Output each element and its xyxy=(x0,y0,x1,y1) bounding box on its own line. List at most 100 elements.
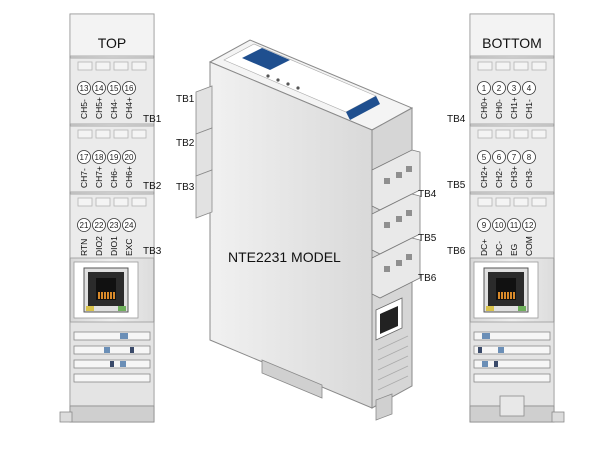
model-name: NTE2231 MODEL xyxy=(228,249,341,265)
pin-label: CH3- xyxy=(524,168,534,188)
pin-circle xyxy=(77,150,91,164)
pin-number: 8 xyxy=(527,153,532,162)
pin-circle xyxy=(107,81,121,95)
pin-number: 22 xyxy=(95,221,104,230)
pin-number: 18 xyxy=(95,153,104,162)
top-view-title: TOP xyxy=(98,35,127,51)
pin-circle xyxy=(477,150,491,164)
tb-label: TB2 xyxy=(143,181,162,192)
pin-label: CH1- xyxy=(524,99,534,119)
pin-circle xyxy=(77,81,91,95)
pin-label: CH4+ xyxy=(124,97,134,119)
pin-number: 3 xyxy=(512,84,517,93)
pin-label: CH2- xyxy=(494,168,504,188)
pin-label: CH5- xyxy=(79,99,89,119)
pin-number: 4 xyxy=(527,84,532,93)
tb-label: TB1 xyxy=(143,114,162,125)
pin-circle xyxy=(92,81,106,95)
rj45-port xyxy=(473,261,539,319)
pin-number: 21 xyxy=(80,221,89,230)
pin-label: CH6- xyxy=(109,168,119,188)
pin-label: EXC xyxy=(124,239,134,256)
pin-number: 7 xyxy=(512,153,517,162)
pin-label: CH1+ xyxy=(509,97,519,119)
pin-circle xyxy=(92,150,106,164)
tb-label: TB6 xyxy=(447,246,466,257)
pin-label: DIO1 xyxy=(109,236,119,256)
bottom-view-title: BOTTOM xyxy=(482,35,542,51)
pin-label: CH7+ xyxy=(94,166,104,188)
pin-circle xyxy=(507,81,521,95)
tb-label: TB1 xyxy=(176,94,195,105)
tb-label: TB3 xyxy=(176,182,195,193)
pin-number: 5 xyxy=(482,153,487,162)
pin-label: CH2+ xyxy=(479,166,489,188)
tb-label: TB3 xyxy=(143,246,162,257)
tb-label: TB4 xyxy=(447,114,466,125)
pin-circle xyxy=(492,150,506,164)
terminal-block-tb3: 21 22 23 24 RTN DIO2 DIO1 EXC TB3 xyxy=(77,218,162,257)
pin-label: DC+ xyxy=(479,239,489,256)
rj45-port xyxy=(73,261,139,319)
tb-label: TB2 xyxy=(176,138,195,149)
pin-circle xyxy=(522,81,536,95)
pin-circle xyxy=(507,218,521,232)
pin-label: RTN xyxy=(79,239,89,256)
pin-label: CH0- xyxy=(494,99,504,119)
pin-circle xyxy=(507,150,521,164)
terminal-block-tb6: 9 10 11 12 DC+ DC- EG COM TB6 xyxy=(447,218,536,257)
pin-circle xyxy=(122,218,136,232)
pin-number: 14 xyxy=(95,84,104,93)
pin-number: 2 xyxy=(497,84,502,93)
pin-label: DC- xyxy=(494,241,504,256)
pin-number: 12 xyxy=(525,221,534,230)
pin-circle xyxy=(122,81,136,95)
pin-label: COM xyxy=(524,236,534,256)
pin-circle xyxy=(522,218,536,232)
pin-number: 23 xyxy=(110,221,119,230)
pin-circle xyxy=(92,218,106,232)
pin-number: 19 xyxy=(110,153,119,162)
pin-number: 10 xyxy=(495,221,504,230)
pin-circle xyxy=(492,218,506,232)
pin-circle xyxy=(477,218,491,232)
pin-number: 1 xyxy=(482,84,487,93)
pin-number: 9 xyxy=(482,221,487,230)
pin-circle xyxy=(77,218,91,232)
pin-circle xyxy=(492,81,506,95)
pin-label: CH4- xyxy=(109,99,119,119)
pin-label: DIO2 xyxy=(94,236,104,256)
device-3d: TB1 TB2 TB3 TB4 TB5 TB6 NTE2231 MODEL xyxy=(176,39,437,421)
pin-number: 20 xyxy=(125,153,134,162)
terminal-block-tb5: 5 6 7 8 CH2+ CH2- CH3+ CH3- TB5 xyxy=(447,150,536,191)
pin-circle xyxy=(522,150,536,164)
tb-label: TB5 xyxy=(447,180,466,191)
pin-number: 24 xyxy=(125,221,134,230)
pin-number: 6 xyxy=(497,153,502,162)
pin-number: 16 xyxy=(125,84,134,93)
tb-label: TB5 xyxy=(418,233,437,244)
pin-label: CH0+ xyxy=(479,97,489,119)
pin-number: 13 xyxy=(80,84,89,93)
pin-number: 15 xyxy=(110,84,119,93)
pin-label: CH5+ xyxy=(94,97,104,119)
pin-label: CH7- xyxy=(79,168,89,188)
terminal-block-tb1: 13 14 15 16 CH5- CH5+ CH4- CH4+ TB1 xyxy=(77,81,162,125)
pin-number: 11 xyxy=(510,221,519,230)
terminal-block-tb4: 1 2 3 4 CH0+ CH0- CH1+ CH1- TB4 xyxy=(447,81,536,125)
front-terminals xyxy=(371,149,421,299)
pin-circle xyxy=(122,150,136,164)
pin-label: CH6+ xyxy=(124,166,134,188)
tb-label: TB4 xyxy=(418,189,437,200)
bottom-view: BOTTOM 1 2 3 4 CH0+ CH0- CH1+ CH1- TB4 xyxy=(447,13,565,423)
terminal-block-tb2: 17 18 19 20 CH7- CH7+ CH6- CH6+ TB2 xyxy=(77,150,162,192)
pin-circle xyxy=(107,150,121,164)
top-view: TOP 13 14 15 16 CH5- CH5+ CH4- CH4+ TB1 xyxy=(59,13,162,423)
pin-circle xyxy=(477,81,491,95)
pin-number: 17 xyxy=(80,153,89,162)
pin-label: EG xyxy=(509,244,519,256)
tb-label: TB6 xyxy=(418,273,437,284)
pin-label: CH3+ xyxy=(509,166,519,188)
pin-circle xyxy=(107,218,121,232)
